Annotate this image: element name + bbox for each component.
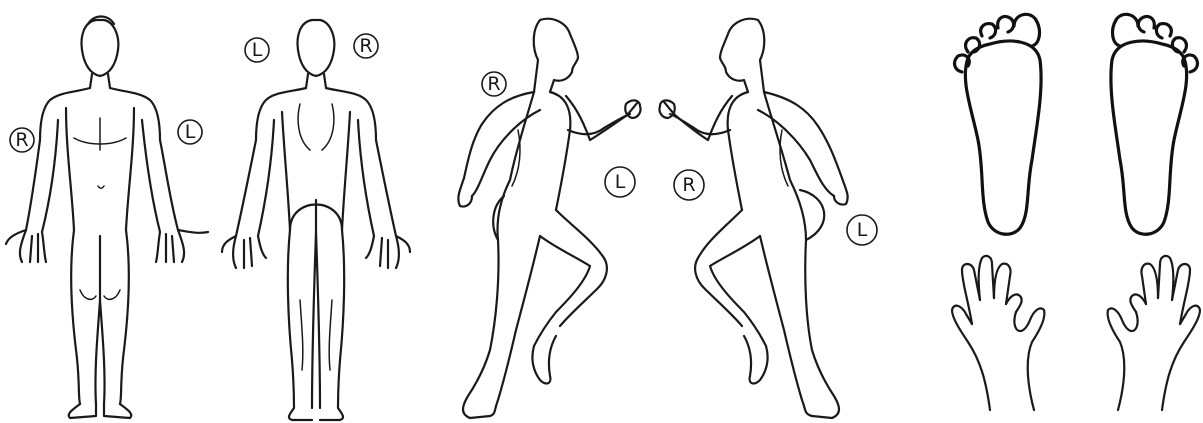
front-view-figure [6, 17, 208, 419]
foot-sole-right [1111, 14, 1198, 234]
marker-label: L [615, 171, 626, 193]
back-view-marker-r: R [354, 34, 378, 58]
right-side-view-marker-l: L [605, 167, 635, 197]
foot-sole-left [955, 14, 1042, 234]
left-side-view-figure [659, 19, 847, 418]
left-side-view-marker-l: L [847, 215, 877, 245]
hand-palm-right [1108, 256, 1200, 410]
front-view-marker-r: R [10, 128, 34, 152]
right-side-view-marker-r: R [482, 72, 506, 96]
front-view-marker-l: L [178, 120, 202, 144]
back-view-marker-l: L [245, 38, 269, 62]
left-side-view-marker-r: R [674, 170, 704, 200]
marker-label: R [359, 35, 372, 57]
marker-label: L [252, 39, 263, 61]
marker-label: R [15, 129, 28, 151]
marker-label: L [185, 121, 196, 143]
hand-palm-left [952, 256, 1044, 410]
marker-label: R [682, 174, 695, 196]
back-view-figure [222, 20, 410, 420]
marker-label: R [487, 73, 500, 95]
marker-label: L [857, 219, 868, 241]
